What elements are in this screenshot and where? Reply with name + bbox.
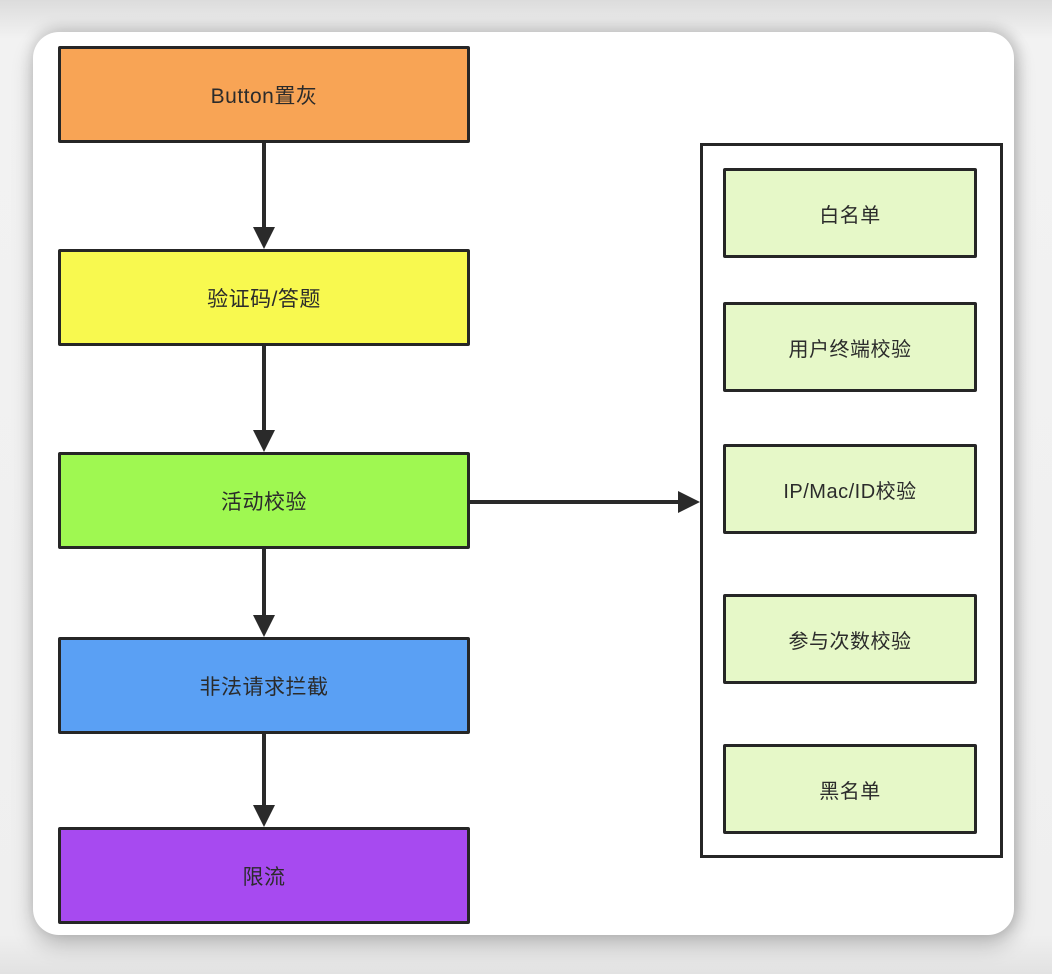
check-item-whitelist: 白名单 — [723, 168, 977, 258]
arrow-line — [262, 734, 266, 807]
check-item-label: 参与次数校验 — [788, 630, 912, 653]
arrow-line — [262, 549, 266, 617]
flow-step-illegal-request-intercept: 非法请求拦截 — [58, 637, 470, 734]
flow-step-captcha-quiz: 验证码/答题 — [58, 249, 470, 346]
arrow-down-icon — [253, 430, 275, 452]
arrow-down-icon — [253, 615, 275, 637]
flow-step-label: 验证码/答题 — [207, 287, 321, 311]
flow-step-label: 活动校验 — [221, 490, 307, 514]
check-item-label: 白名单 — [819, 204, 881, 227]
check-item-label: IP/Mac/ID校验 — [783, 480, 917, 503]
check-item-blacklist: 黑名单 — [723, 744, 977, 834]
check-item-user-terminal: 用户终端校验 — [723, 302, 977, 392]
flow-step-label: 非法请求拦截 — [199, 675, 329, 699]
check-item-participation-count: 参与次数校验 — [723, 594, 977, 684]
checks-panel: 白名单 用户终端校验 IP/Mac/ID校验 参与次数校验 黑名单 — [700, 143, 1003, 858]
arrow-down-icon — [253, 227, 275, 249]
arrow-line — [262, 143, 266, 229]
check-item-label: 黑名单 — [819, 780, 881, 803]
flow-step-button-gray: Button置灰 — [58, 46, 470, 143]
flow-step-label: 限流 — [242, 865, 286, 889]
arrow-right-icon — [678, 491, 700, 513]
flow-step-label: Button置灰 — [210, 84, 318, 108]
check-item-label: 用户终端校验 — [788, 338, 912, 361]
arrow-line — [470, 500, 682, 504]
arrow-line — [262, 346, 266, 432]
check-item-ip-mac-id: IP/Mac/ID校验 — [723, 444, 977, 534]
arrow-down-icon — [253, 805, 275, 827]
flow-step-activity-check: 活动校验 — [58, 452, 470, 549]
flow-step-rate-limit: 限流 — [58, 827, 470, 924]
